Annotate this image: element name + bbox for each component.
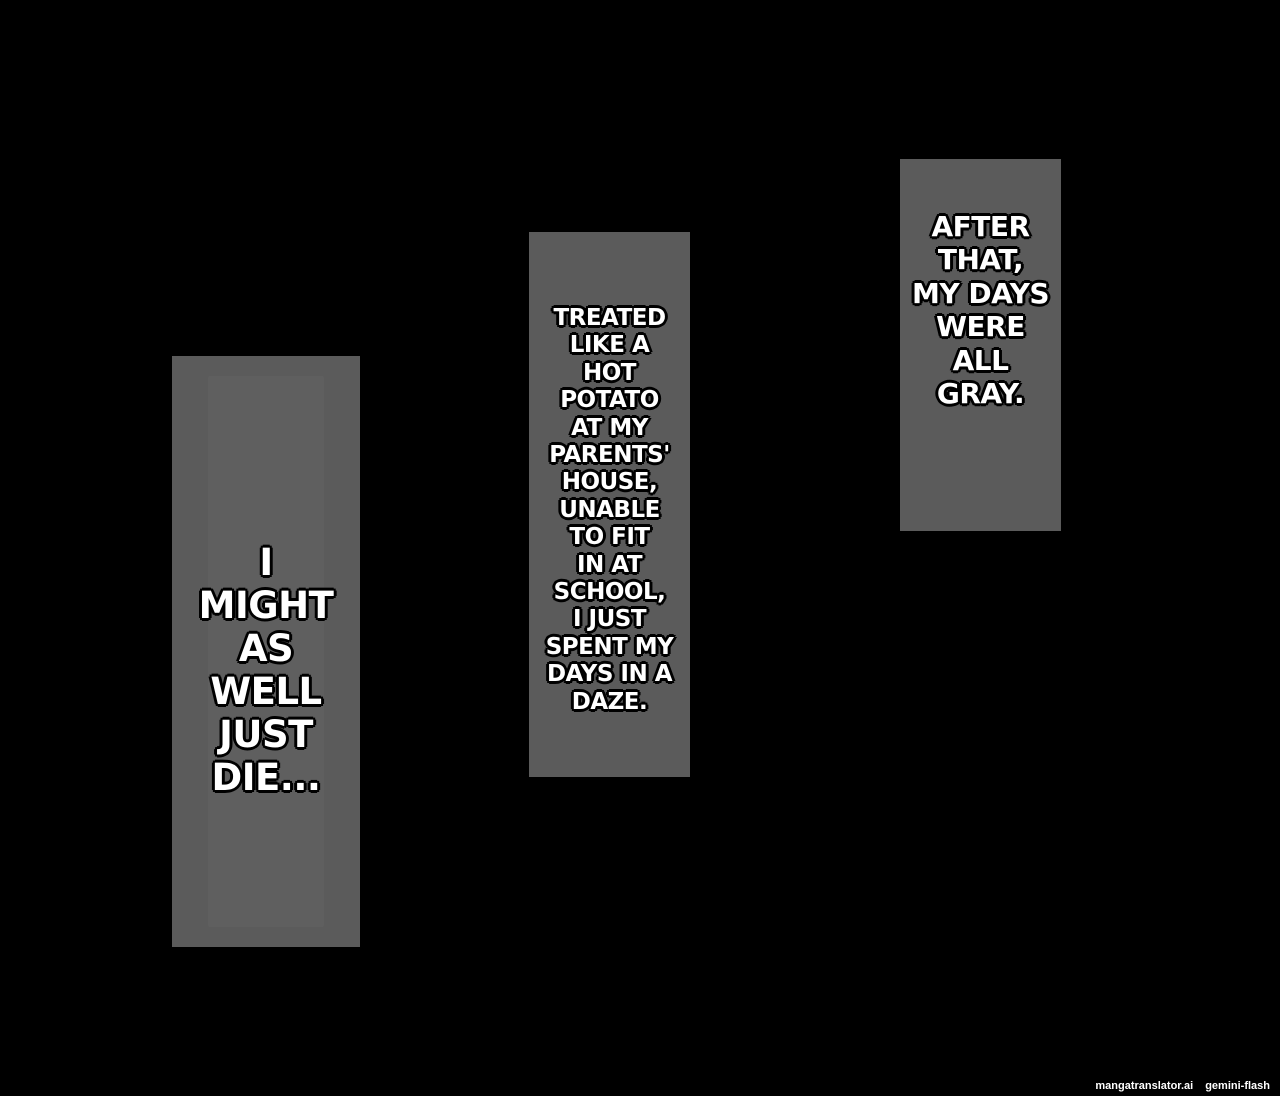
caption-text-left: I MIGHT AS WELL JUST DIE...	[199, 541, 334, 799]
caption-line: GRAY.	[936, 377, 1025, 410]
caption-line: AT MY	[571, 414, 648, 441]
caption-line: WERE	[936, 310, 1025, 343]
caption-line: MY DAYS	[911, 276, 1050, 310]
caption-box-left: I MIGHT AS WELL JUST DIE...	[172, 356, 360, 947]
watermark-site: mangatranslator.ai	[1095, 1080, 1194, 1092]
caption-text-right: AFTER THAT, MY DAYS WERE ALL GRAY.	[911, 209, 1050, 411]
caption-line: DIE...	[211, 755, 321, 799]
caption-line: HOUSE,	[561, 469, 658, 496]
caption-line: SCHOOL,	[553, 579, 666, 606]
caption-box-right: AFTER THAT, MY DAYS WERE ALL GRAY.	[900, 159, 1061, 531]
caption-text-middle: TREATED LIKE A HOT POTATO AT MY PARENTS'…	[546, 305, 674, 716]
caption-line: PARENTS'	[549, 441, 670, 468]
caption-line: SPENT MY	[545, 633, 674, 660]
caption-box-left-inner	[208, 376, 324, 927]
caption-line: ALL	[952, 343, 1009, 377]
caption-line: UNABLE	[559, 496, 660, 523]
caption-line: AFTER	[931, 209, 1030, 243]
caption-line: POTATO	[560, 387, 659, 414]
caption-line: WELL	[210, 669, 322, 713]
caption-line: I JUST	[572, 606, 647, 633]
caption-line: IN AT	[576, 551, 643, 578]
watermark: mangatranslator.ai gemini-flash	[1095, 1080, 1270, 1092]
watermark-model: gemini-flash	[1205, 1080, 1270, 1092]
caption-line: THAT,	[937, 243, 1024, 276]
caption-line: DAZE.	[571, 688, 648, 715]
caption-line: DAYS IN A	[546, 661, 673, 688]
caption-line: TO FIT	[569, 524, 650, 551]
caption-line: JUST	[219, 712, 313, 756]
caption-line: TREATED	[553, 304, 666, 331]
caption-line: MIGHT	[198, 583, 334, 627]
caption-line: I	[259, 540, 273, 584]
caption-line: AS	[238, 626, 294, 670]
caption-line: HOT	[583, 359, 637, 386]
caption-box-middle: TREATED LIKE A HOT POTATO AT MY PARENTS'…	[529, 232, 690, 777]
caption-line: LIKE A	[569, 332, 650, 359]
